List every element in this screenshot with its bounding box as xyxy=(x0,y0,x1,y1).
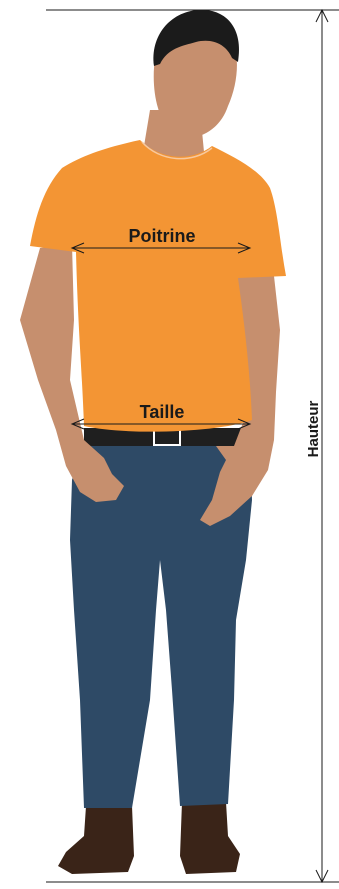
left-shoe xyxy=(58,806,134,874)
waist-label: Taille xyxy=(140,402,185,422)
person-figure xyxy=(20,10,286,874)
height-label: Hauteur xyxy=(305,401,322,458)
chest-label: Poitrine xyxy=(128,226,195,246)
right-shoe xyxy=(180,802,240,874)
